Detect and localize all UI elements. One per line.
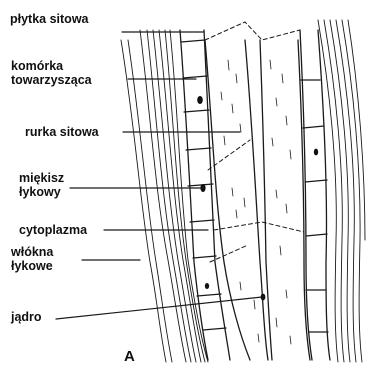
label-phloem-fibers-line1: włókna — [11, 245, 53, 259]
nuclei — [197, 96, 318, 300]
label-nucleus: jądro — [11, 310, 42, 324]
label-sieve-plate: płytka sitowa — [10, 12, 89, 26]
left-fibers — [121, 30, 208, 362]
sieve-tube-walls — [205, 40, 310, 360]
label-phloem-fibers-line2: łykowe — [11, 259, 53, 273]
right-fibers — [318, 20, 365, 362]
label-companion-cell-line2: towarzysząca — [11, 73, 92, 87]
label-cytoplasm: cytoplazma — [19, 223, 87, 237]
label-sieve-tube: rurka sitowa — [25, 125, 99, 139]
label-phloem-parenchyma-line1: miękisz — [19, 171, 64, 185]
label-phloem-parenchyma-line2: łykowy — [19, 185, 61, 199]
label-companion-cell-line1: komórka — [11, 59, 63, 73]
panel-letter: A — [124, 348, 135, 365]
